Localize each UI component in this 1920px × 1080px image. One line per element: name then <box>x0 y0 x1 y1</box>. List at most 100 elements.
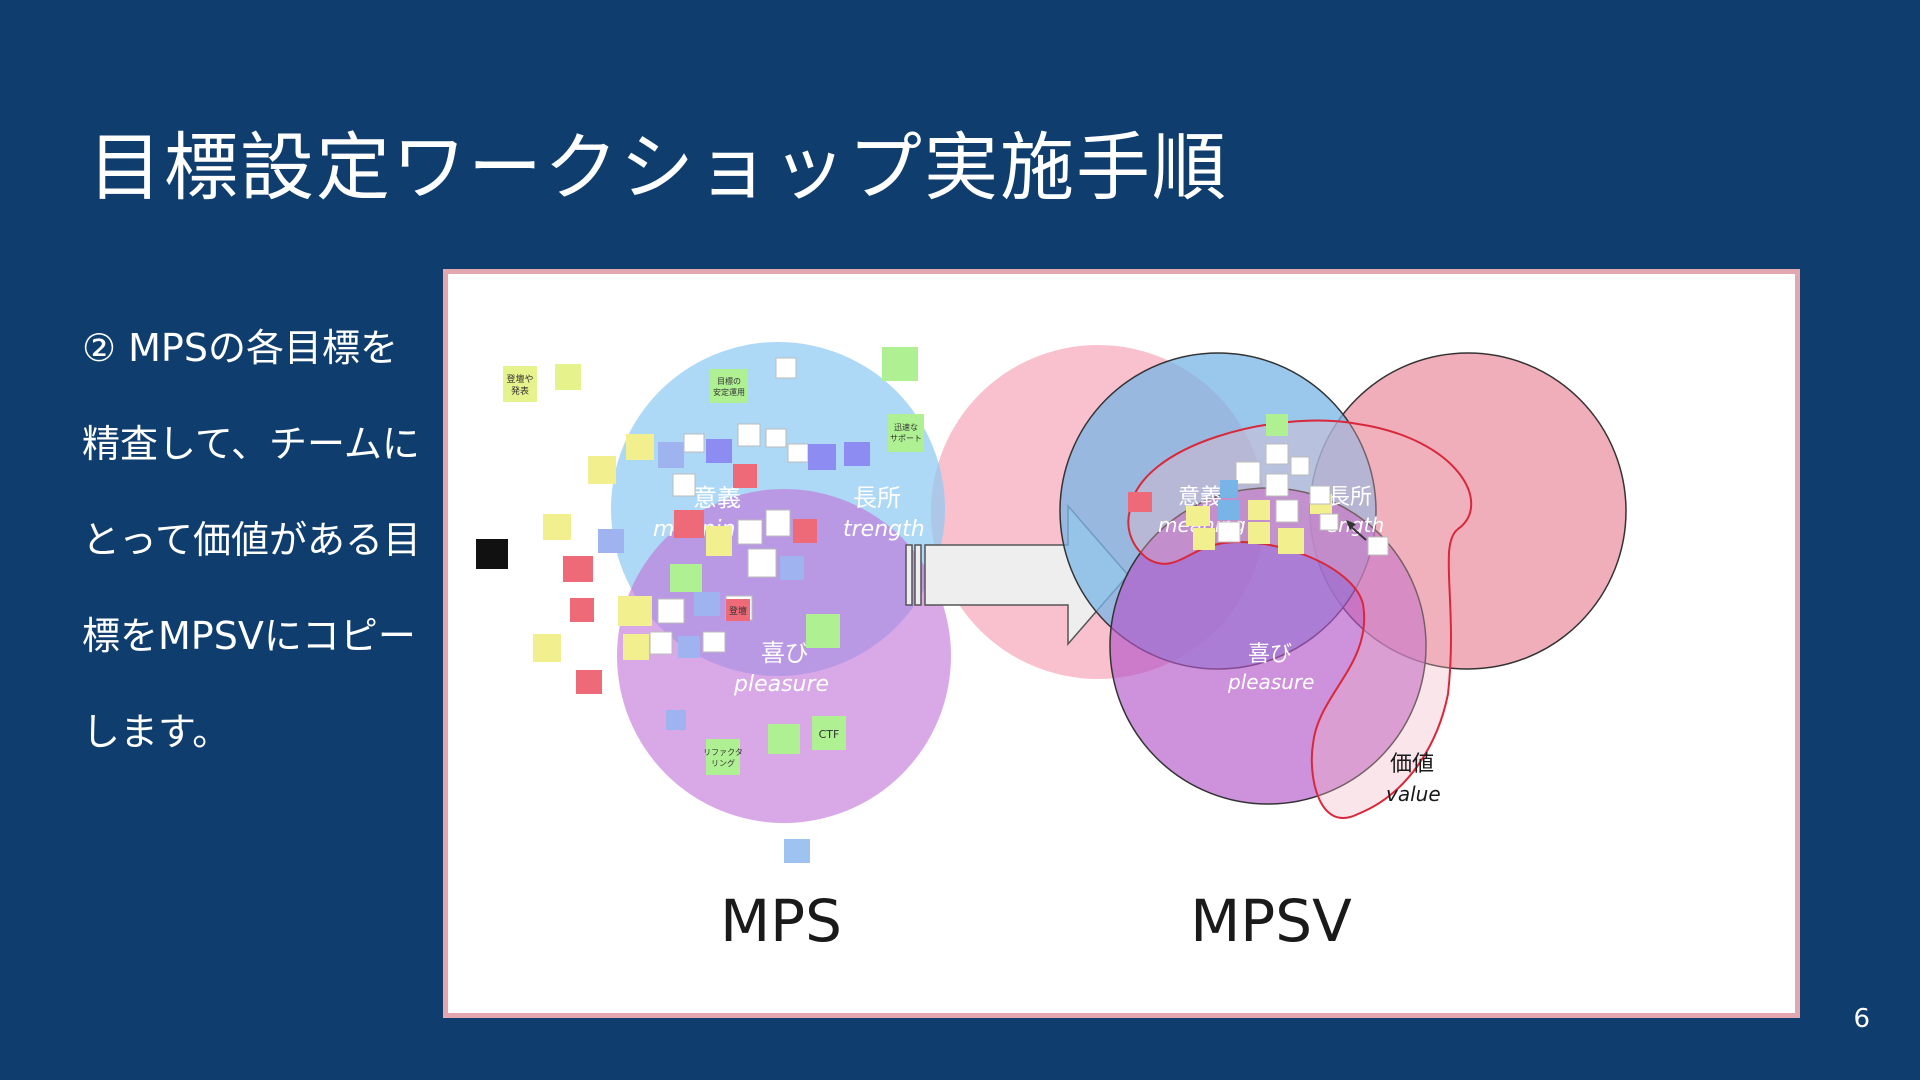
sticky-note <box>694 592 720 616</box>
sticky-note <box>702 631 726 653</box>
sticky-note <box>1278 528 1304 554</box>
sticky-note <box>793 519 817 543</box>
sticky-note <box>1186 506 1210 526</box>
arrow-bar <box>914 544 922 606</box>
mpsv-caption: MPSV <box>1190 887 1352 955</box>
sticky-note <box>1367 536 1389 556</box>
sticky-note <box>710 369 748 403</box>
diagram-canvas: 意義 meanin 長所 trength 喜び pleasure 登壇や 発表 <box>476 342 1627 955</box>
sticky-note <box>1217 521 1241 543</box>
sticky-note-text: 迅速な <box>894 423 918 432</box>
sticky-note <box>1235 461 1261 485</box>
photo-thumbnail <box>476 539 508 569</box>
sticky-note <box>775 357 797 379</box>
sticky-note <box>1218 500 1240 520</box>
sticky-note-text: 安定運用 <box>713 387 745 397</box>
mpsv-value-label: 価値 <box>1390 752 1434 777</box>
sticky-note <box>618 596 652 626</box>
sticky-note <box>657 598 685 624</box>
sticky-note <box>674 510 704 538</box>
sticky-note-text: リファクタ <box>703 748 743 757</box>
sticky-note <box>706 526 732 556</box>
mps-strength-label-en: trength <box>843 517 925 542</box>
sticky-note <box>765 509 791 537</box>
sticky-note-text: 発表 <box>511 385 529 397</box>
mps-pleasure-label-en: pleasure <box>733 672 829 697</box>
sticky-note-text: CTF <box>819 728 840 741</box>
sticky-note <box>672 473 696 497</box>
mps-pleasure-label: 喜び <box>761 639 809 667</box>
sticky-note <box>555 364 581 390</box>
sticky-note-text: サポート <box>890 434 922 443</box>
mps-caption: MPS <box>720 887 842 955</box>
sticky-note <box>683 433 705 453</box>
mpsv-sticky-notes <box>1128 414 1389 556</box>
sticky-note <box>768 724 800 754</box>
mpsv-strength-label: 長所 <box>1328 485 1372 510</box>
mps-meaning-label: 意義 <box>693 484 741 512</box>
sticky-note <box>1248 500 1270 520</box>
mps-sticky-notes: 登壇や 発表 目標の 安定運用 <box>476 347 924 863</box>
instruction-text: ② MPSの各目標を 精査して、チームに とって価値がある目 標をMPSVにコピ… <box>82 300 422 780</box>
sticky-note <box>737 423 761 447</box>
sticky-note <box>588 456 616 484</box>
sticky-note <box>844 442 870 466</box>
sticky-note <box>1319 513 1339 531</box>
page-number: 6 <box>1853 1004 1870 1034</box>
sticky-note <box>666 710 686 730</box>
sticky-note <box>1265 443 1289 465</box>
arrow-bar <box>905 544 913 606</box>
mpsv-pleasure-label-en: pleasure <box>1227 670 1314 694</box>
sticky-note <box>806 614 840 648</box>
diagram-frame: 意義 meanin 長所 trength 喜び pleasure 登壇や 発表 <box>443 269 1800 1018</box>
sticky-note <box>733 464 757 488</box>
sticky-note <box>1290 456 1310 476</box>
sticky-note <box>765 428 787 448</box>
mpsv-venn: 意義 meaning 長所 ength 喜び pleasure 価値 value <box>1059 352 1627 955</box>
sticky-note <box>726 599 750 621</box>
instruction-line: とって価値がある目 <box>82 518 421 562</box>
instruction-line: します。 <box>82 710 231 754</box>
sticky-note <box>706 739 740 775</box>
sticky-note <box>623 634 649 660</box>
instruction-line: 精査して、チームに <box>82 422 420 466</box>
sticky-note <box>1309 485 1331 505</box>
sticky-note <box>888 414 924 452</box>
sticky-note <box>1128 492 1152 512</box>
mps-strength-label: 長所 <box>853 484 901 512</box>
sticky-note-text: 目標の <box>717 376 741 386</box>
sticky-note <box>678 636 700 658</box>
sticky-note <box>626 434 654 460</box>
pointer-arrow-head <box>1346 520 1356 530</box>
sticky-note <box>649 631 673 655</box>
sticky-note <box>808 444 836 470</box>
sticky-note <box>598 529 624 553</box>
sticky-note <box>812 716 846 750</box>
slide-title: 目標設定ワークショップ実施手順 <box>88 125 1228 211</box>
sticky-note <box>882 347 918 381</box>
sticky-note <box>576 670 602 694</box>
sticky-note <box>787 443 809 463</box>
sticky-note <box>543 514 571 540</box>
instruction-line: ② MPSの各目標を <box>82 326 398 370</box>
sticky-note <box>563 556 593 582</box>
mpsv-value-region <box>1127 419 1473 819</box>
instruction-line: 標をMPSVにコピー <box>82 614 416 658</box>
sticky-note <box>1193 528 1215 550</box>
sticky-note <box>706 439 732 463</box>
sticky-note <box>1265 473 1289 497</box>
sticky-note <box>780 556 804 580</box>
sticky-note <box>784 839 810 863</box>
sticky-note <box>1266 414 1288 436</box>
mpsv-value-label-en: value <box>1386 782 1441 806</box>
sticky-note <box>670 564 702 592</box>
sticky-note-text: リング <box>711 758 735 768</box>
sticky-note <box>1220 480 1238 498</box>
sticky-note <box>570 598 594 622</box>
sticky-note <box>503 366 537 402</box>
sticky-note <box>737 519 763 545</box>
sticky-note <box>1275 499 1299 523</box>
sticky-note-text: 登壇 <box>729 605 747 617</box>
sticky-note <box>747 548 777 578</box>
sticky-note-text: 登壇や <box>506 373 533 385</box>
